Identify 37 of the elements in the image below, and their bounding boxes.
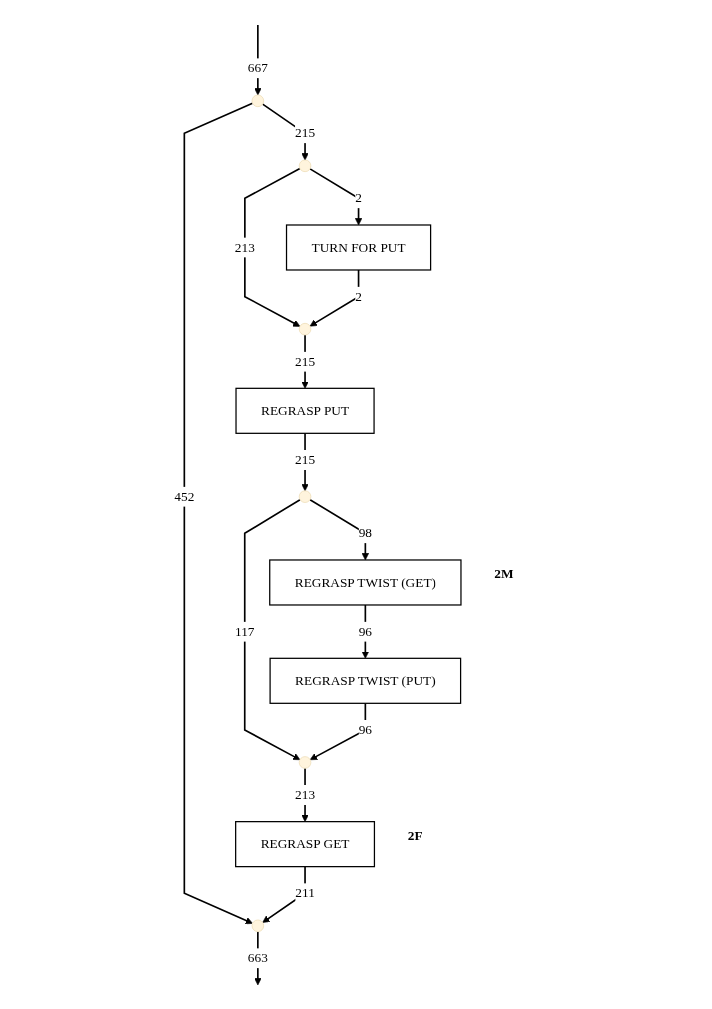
arrow (183, 101, 253, 924)
node-box: REGRASP PUT (234, 387, 375, 434)
node-point (251, 94, 264, 107)
arrow (300, 432, 309, 491)
node-box: TURN FOR PUT (285, 223, 431, 271)
edge-label: 2 (354, 190, 362, 205)
node-label: 2M (493, 566, 514, 581)
edge-label: 215 (294, 353, 315, 368)
edge-label: 215 (294, 452, 315, 467)
edge-label: 2 (354, 288, 362, 303)
edge-label: 96 (358, 623, 372, 638)
node-point (298, 755, 311, 769)
edge-label: 452 (173, 488, 194, 503)
edge-label: 215 (294, 125, 315, 140)
node-box: REGRASP GET (234, 820, 375, 867)
node-point (298, 159, 311, 172)
arrow (309, 702, 366, 760)
edge-label: 667 (247, 60, 268, 75)
node-box: REGRASP TWIST (PUT) (269, 657, 461, 704)
arrow (308, 167, 362, 225)
edge-label: 211 (294, 885, 315, 900)
edge-label: 117 (234, 623, 255, 638)
node-point (298, 322, 311, 335)
edge-label: 96 (358, 721, 372, 737)
arrow (308, 498, 369, 560)
edge-label: 663 (247, 950, 268, 965)
node-label: 2F (407, 827, 423, 842)
arrow (243, 167, 301, 327)
arrow (309, 268, 359, 326)
edge-label: 98 (358, 525, 372, 540)
edge-label: 213 (294, 786, 315, 802)
arrow (243, 498, 301, 760)
node-point (251, 919, 264, 932)
node-point (298, 489, 311, 503)
arrow (253, 23, 262, 95)
edge-label: 213 (234, 239, 255, 254)
node-box: REGRASP TWIST (GET) (268, 558, 462, 606)
